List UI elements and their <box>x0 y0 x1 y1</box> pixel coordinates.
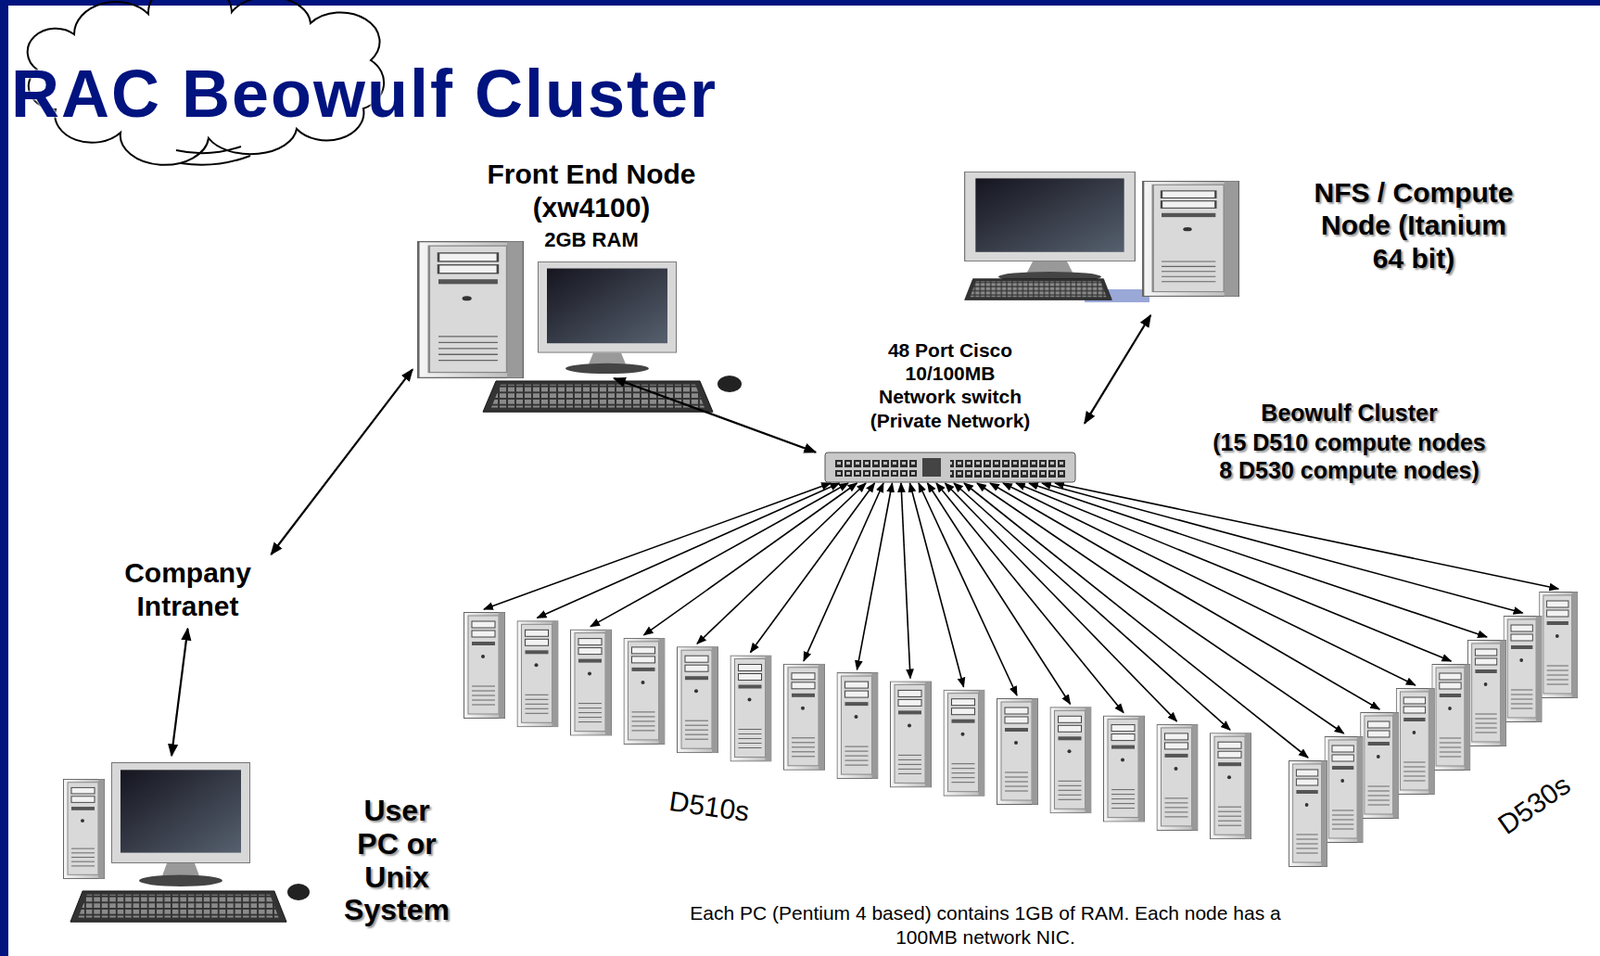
user-pc-node: User PC or Unix System <box>55 755 469 934</box>
compute-tower <box>1503 616 1542 723</box>
pc-keyboard <box>965 279 1113 301</box>
pc-monitor <box>965 171 1136 282</box>
group-label: D510s <box>647 781 772 832</box>
compute-tower <box>1288 761 1327 867</box>
compute-tower <box>1050 707 1092 813</box>
user-pc <box>63 762 311 923</box>
switch-ports <box>834 457 918 477</box>
group-label: (15 D510 compute nodes 8 D530 compute no… <box>1207 428 1491 484</box>
compute-tower <box>517 621 559 727</box>
link-arrow <box>936 482 1124 713</box>
connector-arrow <box>171 628 188 756</box>
compute-tower <box>571 629 612 736</box>
link-arrow <box>750 482 876 653</box>
link-arrow <box>697 482 866 644</box>
node-text: User PC or Unix System <box>340 794 454 927</box>
switch-module <box>922 457 941 477</box>
link-arrow <box>901 482 911 678</box>
switch-body <box>825 452 1076 483</box>
link-arrow <box>1054 482 1559 589</box>
front-end-pc <box>418 241 742 413</box>
link-arrow <box>927 482 1071 704</box>
link-arrow <box>945 482 1178 722</box>
compute-tower <box>837 673 878 779</box>
compute-tower <box>890 681 932 788</box>
link-arrow <box>977 482 1345 734</box>
link-arrow <box>910 482 965 687</box>
cloud-tail <box>176 146 251 166</box>
compute-tower <box>730 655 772 762</box>
front-end-node: Front End Node (xw4100) 2GB RAM <box>412 157 705 379</box>
node-text: Company Intranet <box>92 556 283 623</box>
group-label: D530s <box>1486 764 1583 846</box>
node-text: 2GB RAM <box>481 228 702 253</box>
compute-tower <box>464 612 506 719</box>
link-arrow <box>1003 482 1416 686</box>
cluster-towers <box>464 592 1578 867</box>
pc-tower <box>1142 181 1239 297</box>
frame-bar <box>0 0 9 956</box>
link-arrow <box>590 482 849 627</box>
link-arrow <box>918 482 1017 696</box>
caption-note: Each PC (Pentium 4 based) contains 1GB o… <box>660 901 1310 951</box>
link-arrow <box>990 482 1380 710</box>
compute-tower <box>1360 712 1399 819</box>
pc-mouse <box>717 375 742 393</box>
compute-tower <box>1104 715 1145 822</box>
compute-tower <box>784 663 826 770</box>
compute-tower <box>677 647 719 753</box>
link-arrow <box>857 482 893 670</box>
link-arrow <box>1015 482 1451 661</box>
link-arrow <box>953 482 1231 730</box>
compute-tower <box>943 689 985 796</box>
pc-keyboard <box>482 380 713 412</box>
connector-arrow <box>1084 315 1151 424</box>
link-arrow <box>1041 482 1524 613</box>
link-arrow <box>483 482 831 610</box>
pc-monitor <box>538 261 677 374</box>
compute-tower <box>1324 736 1363 843</box>
connector-arrow <box>613 378 816 453</box>
diagram-title: RAC Beowulf Cluster <box>11 57 718 131</box>
nfs-pc <box>965 171 1239 303</box>
group-label: Beowulf Cluster <box>1207 398 1491 427</box>
compute-tower <box>623 637 665 744</box>
compute-tower <box>1539 592 1578 699</box>
compute-tower <box>997 698 1039 805</box>
compute-tower <box>1210 733 1252 839</box>
pc-tower <box>418 241 522 379</box>
compute-tower <box>1396 688 1435 795</box>
connector-arrow <box>270 368 413 555</box>
compute-tower <box>1467 640 1506 747</box>
pc-mouse <box>287 883 310 901</box>
link-arrow <box>803 482 884 661</box>
network-switch-node: 48 Port Cisco 10/100MB Network switch (P… <box>815 338 1085 487</box>
pc-keyboard <box>70 890 287 922</box>
intranet-node: Company Intranet <box>92 554 285 629</box>
node-text: Front End Node (xw4100) <box>481 157 702 225</box>
pc-monitor <box>112 762 251 887</box>
network-switch <box>825 452 1076 483</box>
pc-tower <box>63 778 105 878</box>
compute-tower <box>1432 664 1471 771</box>
node-text: 48 Port Cisco 10/100MB Network switch (P… <box>865 338 1035 432</box>
compute-tower <box>1156 723 1198 830</box>
switch-ports <box>950 457 1067 478</box>
nfs-compute-node: NFS / Compute Node (Itanium 64 bit) <box>959 166 1558 316</box>
node-text: NFS / Compute Node (Itanium 64 bit) <box>1304 176 1524 275</box>
